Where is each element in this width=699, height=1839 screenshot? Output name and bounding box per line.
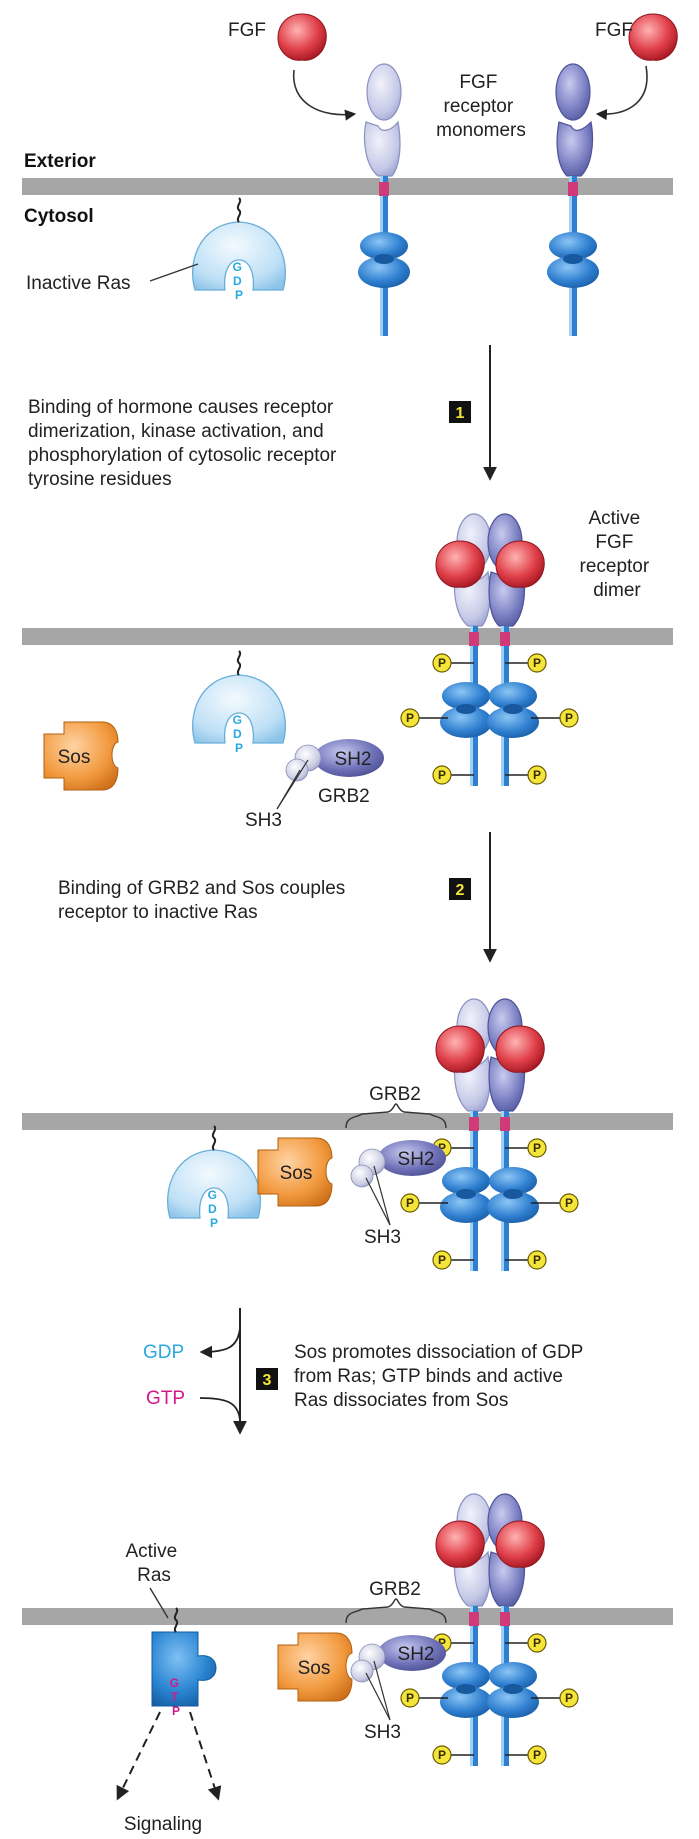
svg-text:P: P — [438, 1636, 446, 1650]
label-sh3-2: SH3 — [245, 810, 282, 831]
label-grb2-2: GRB2 — [318, 786, 370, 807]
label-grb2-3: GRB2 — [369, 1084, 421, 1105]
arrow-fgf-left — [292, 69, 357, 121]
kinase-dimer-right — [487, 682, 539, 738]
fgf-ligand-right — [628, 13, 678, 61]
step-3-badge — [256, 1368, 278, 1390]
brace-grb2-3 — [345, 1103, 447, 1129]
kinase-dimer-left — [440, 682, 492, 738]
panel-monomers: Exterior Cytosol FGF FGF FGF receptor mo… — [22, 13, 678, 337]
step-2: 2 Binding of GRB2 and Sos couples recept… — [58, 832, 497, 963]
gdp-letters-3: G D P — [208, 1188, 221, 1230]
label-cytosol: Cytosol — [24, 206, 94, 227]
receptor-monomer-left — [363, 63, 402, 337]
signaling-arrow-left — [116, 1711, 161, 1801]
grb2-bound — [350, 1140, 446, 1188]
step-2-number: 2 — [456, 882, 465, 899]
svg-text:P: P — [565, 1196, 573, 1210]
panel-active-ras: P P P P P P G T P Active Ras Signaling S… — [22, 1493, 673, 1835]
svg-text:P: P — [533, 656, 541, 670]
label-sos-3: Sos — [280, 1163, 313, 1184]
svg-text:P: P — [438, 1141, 446, 1155]
label-inactive-ras: Inactive Ras — [26, 273, 131, 294]
step-3-number: 3 — [263, 1372, 272, 1389]
gtp-letters: G T P — [170, 1676, 183, 1718]
phosphate-group-3: P P P P P P — [400, 1138, 579, 1270]
label-signaling: Signaling — [124, 1814, 202, 1835]
label-active-ras: Active Ras — [125, 1541, 182, 1586]
kinase-domain-left — [358, 232, 410, 288]
fgf-bound-right — [495, 540, 545, 588]
gdp-letters-2: G D P — [233, 713, 246, 755]
svg-text:P: P — [438, 1253, 446, 1267]
fgf-ligand-left — [277, 13, 327, 61]
step-1-number: 1 — [456, 405, 465, 422]
ras-active — [151, 1607, 217, 1707]
phosphate-group-4: P P P P P P — [400, 1633, 579, 1765]
label-receptor-monomers: FGF receptor monomers — [436, 72, 526, 141]
kinase-domain-right — [547, 232, 599, 288]
panel-complex: P P P P P P G D P Sos SH2 GRB2 SH3 — [22, 998, 673, 1272]
label-sh2-3: SH2 — [398, 1149, 435, 1170]
svg-text:P: P — [533, 1748, 541, 1762]
label-active-dimer: Active FGF receptor dimer — [580, 508, 655, 601]
svg-text:P: P — [533, 1253, 541, 1267]
step-2-badge — [449, 878, 471, 900]
step-1: 1 Binding of hormone causes receptor dim… — [28, 345, 497, 490]
step-1-caption: Binding of hormone causes receptor dimer… — [28, 397, 342, 490]
label-sh3-4: SH3 — [364, 1722, 401, 1743]
svg-text:P: P — [533, 768, 541, 782]
label-fgf-right: FGF — [595, 20, 633, 41]
label-exterior: Exterior — [24, 151, 96, 172]
fgf-bound-left — [435, 540, 485, 588]
pointer-inactive-ras — [149, 263, 199, 282]
label-sos-4: Sos — [298, 1658, 331, 1679]
step-3-caption: Sos promotes dissociation of GDP from Ra… — [294, 1342, 588, 1411]
grb2-free — [285, 739, 384, 782]
label-sh2-4: SH2 — [398, 1644, 435, 1665]
label-sh2-2: SH2 — [335, 749, 372, 770]
arrow-fgf-right — [595, 65, 648, 121]
svg-text:P: P — [438, 656, 446, 670]
svg-text:P: P — [406, 1196, 414, 1210]
membrane-1 — [22, 178, 673, 195]
step-2-caption: Binding of GRB2 and Sos couples receptor… — [58, 878, 351, 923]
arrow-gtp-in — [199, 1397, 241, 1421]
svg-text:P: P — [406, 711, 414, 725]
signaling-arrow-right — [189, 1711, 222, 1801]
membrane-2 — [22, 628, 673, 645]
step-1-badge — [449, 401, 471, 423]
label-gdp: GDP — [143, 1342, 184, 1363]
receptor-monomer-right — [555, 63, 594, 337]
svg-text:P: P — [438, 1748, 446, 1762]
label-fgf-left: FGF — [228, 20, 266, 41]
svg-text:P: P — [438, 768, 446, 782]
svg-text:P: P — [565, 1691, 573, 1705]
phosphate-group-2: P P P P P P — [400, 653, 579, 785]
svg-text:P: P — [533, 1636, 541, 1650]
gdp-letters-1: G D P — [233, 260, 246, 302]
label-gtp: GTP — [146, 1388, 185, 1409]
arrow-gdp-out — [199, 1327, 241, 1359]
panel-active-dimer: P P P P P P Active FGF receptor dimer G … — [22, 508, 673, 831]
label-sh3-3: SH3 — [364, 1227, 401, 1248]
svg-text:P: P — [565, 711, 573, 725]
grb2-4 — [350, 1635, 446, 1683]
label-grb2-4: GRB2 — [369, 1579, 421, 1600]
svg-text:P: P — [406, 1691, 414, 1705]
brace-grb2-4 — [345, 1598, 447, 1624]
svg-text:P: P — [533, 1141, 541, 1155]
label-sos-free: Sos — [58, 747, 91, 768]
step-3: GDP GTP 3 Sos promotes dissociation of G… — [143, 1308, 588, 1435]
